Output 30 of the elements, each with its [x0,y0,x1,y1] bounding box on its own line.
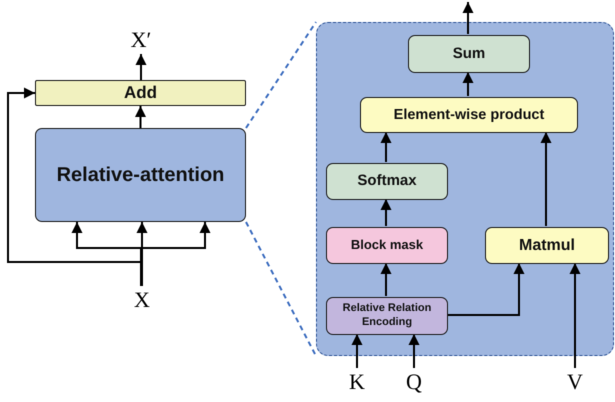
variable-label: Q [402,368,426,396]
process-box: Element-wise product [360,97,578,133]
arrow [380,263,392,296]
variable-label: V [563,368,587,396]
arrow [352,334,362,368]
arrow [540,132,552,226]
arrow [447,263,524,316]
process-box: Block mask [326,227,448,264]
variable-label: X′ [124,26,158,54]
process-box: Softmax [326,163,448,200]
variable-label: X [128,286,156,314]
arrow [380,132,392,162]
arrow [135,106,146,128]
arrow [462,72,474,96]
zoom-guide-line [245,21,317,129]
process-box: Add [35,80,246,106]
process-box: Relative-attention [35,128,246,222]
zoom-guide-line [245,222,317,356]
arrow [570,263,580,368]
variable-label: K [345,368,369,396]
process-box: Relative Relation Encoding [326,297,448,335]
arrow [380,199,392,226]
arrow [408,334,420,368]
zoom-panel [316,22,614,356]
arrow [136,222,148,286]
process-box: Matmul [485,227,609,264]
arrow [7,88,142,286]
process-box: Sum [408,35,530,73]
arrow [462,2,474,34]
arrow [136,54,146,80]
